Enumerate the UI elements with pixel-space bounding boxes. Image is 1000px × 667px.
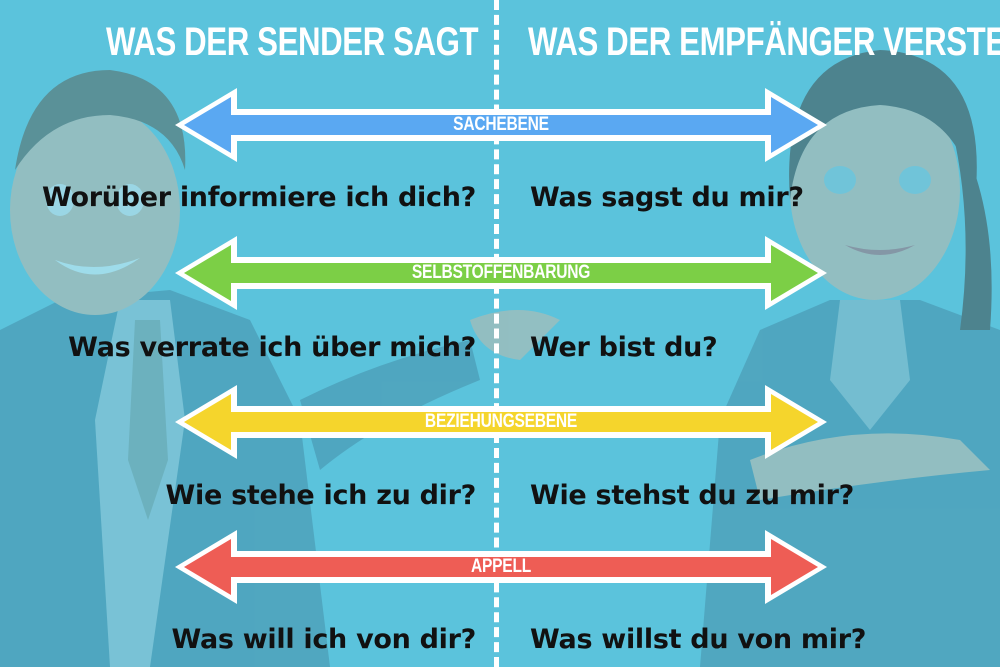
center-divider xyxy=(494,0,499,667)
level-arrow-appell: APPELL xyxy=(172,527,830,607)
receiver-question: Was willst du von mir? xyxy=(530,624,867,655)
receiver-question: Was sagst du mir? xyxy=(530,182,804,213)
receiver-question: Wer bist du? xyxy=(530,332,718,363)
double-arrow-icon xyxy=(175,530,827,604)
level-label: BEZIEHUNGSEBENE xyxy=(424,411,578,432)
sender-question: Wie stehe ich zu dir? xyxy=(165,480,477,511)
sender-question: Worüber informiere ich dich? xyxy=(41,182,476,213)
double-arrow-icon xyxy=(175,385,827,459)
level-arrow-selbstoffenbarung: SELBSTOFFENBARUNG xyxy=(172,233,830,313)
sender-header: WAS DER SENDER SAGT xyxy=(105,20,479,64)
receiver-header: WAS DER EMPFÄNGER VERSTEHT xyxy=(528,20,1000,64)
level-label: SACHEBENE xyxy=(453,114,549,135)
sender-question: Was verrate ich über mich? xyxy=(68,332,476,363)
level-arrow-sachebene: SACHEBENE xyxy=(172,85,830,165)
level-label: APPELL xyxy=(471,556,531,577)
double-arrow-icon xyxy=(175,88,827,162)
level-arrow-beziehungsebene: BEZIEHUNGSEBENE xyxy=(172,382,830,462)
level-label: SELBSTOFFENBARUNG xyxy=(411,262,591,283)
receiver-question: Wie stehst du zu mir? xyxy=(530,480,854,511)
sender-question: Was will ich von dir? xyxy=(171,624,476,655)
double-arrow-icon xyxy=(175,236,827,310)
